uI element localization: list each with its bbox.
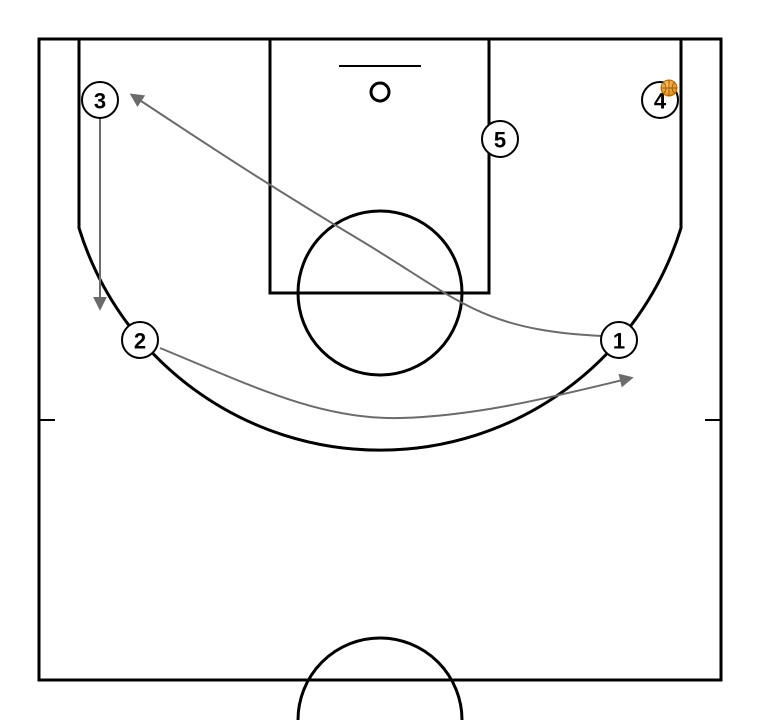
player-label-3: 3 <box>94 89 106 114</box>
basketball-icon <box>660 79 678 97</box>
paint-lane <box>268 37 491 295</box>
player-label-2: 2 <box>134 329 146 354</box>
center-circle <box>296 636 464 720</box>
movement-arrow-player-2 <box>159 347 634 420</box>
player-marker-5: 5 <box>481 120 519 158</box>
court-boundary <box>37 37 723 682</box>
rim <box>369 81 391 103</box>
player-label-5: 5 <box>494 128 506 153</box>
player-marker-2: 2 <box>121 321 159 359</box>
free-throw-circle <box>296 209 464 377</box>
player-marker-1: 1 <box>600 321 638 359</box>
player-label-1: 1 <box>613 329 625 354</box>
movement-arrow-player-1 <box>129 93 603 337</box>
player-marker-3: 3 <box>81 81 119 119</box>
player-label-4: 4 <box>654 89 667 114</box>
